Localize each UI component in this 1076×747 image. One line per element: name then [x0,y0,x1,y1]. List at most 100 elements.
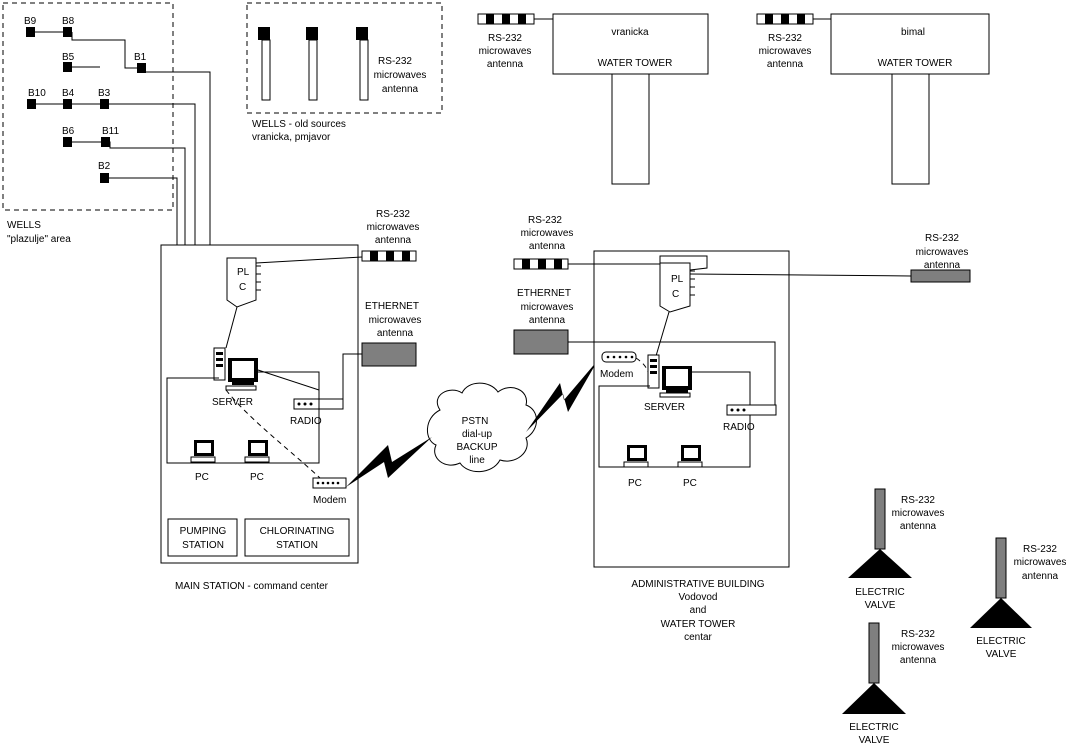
old-well-pipe-1 [261,39,271,101]
valve3-ant-l3: antenna [900,655,937,666]
main-station-caption: MAIN STATION - command center [175,581,329,592]
wells-area-boundary [2,2,174,211]
admin-radio-label: RADIO [723,422,755,433]
admin-caption-5: centar [684,632,712,643]
admin-eth-l2: microwaves [521,302,574,313]
tower2-antenna-l2: microwaves [759,46,812,57]
valve1-l1: ELECTRIC [855,587,904,598]
tower2-antenna-l1: RS-232 [768,33,802,44]
valve2-ant-l3: antenna [1022,571,1059,582]
admin-rs232r-l2: microwaves [916,247,969,258]
admin-caption-2: Vodovod [679,592,718,603]
admin-server-label: SERVER [644,402,685,413]
admin-plc-l2: C [672,289,679,300]
old-well-head-3 [356,27,368,40]
old-well-pipe-3 [359,39,369,101]
main-eth-l3: antenna [377,328,414,339]
main-pc1-label: PC [195,472,209,483]
valve1-antenna [874,488,886,550]
main-radio-label: RADIO [290,416,322,427]
admin-rs232-l3: antenna [529,241,566,252]
main-rs232-l2: microwaves [367,222,420,233]
well-label-b10: B10 [28,88,46,99]
valve2-body [970,598,1032,628]
admin-modem [601,351,637,363]
pumping-l2: STATION [182,540,224,551]
main-plc-l2: C [239,282,246,293]
tower2-antenna-l3: antenna [767,59,804,70]
old-well-head-1 [258,27,270,40]
well-label-b8: B8 [62,16,75,27]
well-b2 [100,173,109,183]
electric-valve-1: RS-232 microwaves antenna ELECTRIC VALVE [848,488,945,611]
admin-caption-3: and [690,605,707,616]
main-station: RS-232 microwaves antenna ETHERNET micro… [160,209,421,592]
main-pc2-label: PC [250,472,264,483]
pstn-l1: PSTN [462,416,489,427]
well-label-b4: B4 [62,88,75,99]
well-b6 [63,137,72,147]
admin-pc-1 [623,445,649,468]
water-tower-vranicka: RS-232 microwaves antenna vranicka WATER… [477,13,709,185]
main-modem [312,477,347,489]
tower1-name: vranicka [611,27,649,38]
valve3-ant-l2: microwaves [892,642,945,653]
admin-pc2-label: PC [683,478,697,489]
admin-caption-1: ADMINISTRATIVE BUILDING [631,579,764,590]
admin-eth-l3: antenna [529,315,566,326]
admin-rs232r-l1: RS-232 [925,233,959,244]
tower2-name: bimal [901,27,925,38]
main-server [213,347,258,391]
valve2-l1: ELECTRIC [976,636,1025,647]
pstn-l2: dial-up [462,429,492,440]
valve2-antenna [995,537,1007,599]
pstn-link-bolt-left [346,437,432,487]
admin-server [647,354,692,398]
valve1-ant-l2: microwaves [892,508,945,519]
tower1-label: WATER TOWER [598,58,673,69]
pstn-l4: line [469,455,485,466]
wells-caption-1: WELLS [7,220,41,231]
main-plc: PL C [226,257,261,308]
tower2-column [891,73,930,185]
admin-rs232-l2: microwaves [521,228,574,239]
electric-valve-3: RS-232 microwaves antenna ELECTRIC VALVE [842,622,945,746]
main-server-label: SERVER [212,397,253,408]
well-b1 [137,63,146,73]
admin-rs232r-l3: antenna [924,260,961,271]
admin-pc-2 [677,445,703,468]
administrative-building: RS-232 microwaves antenna ETHERNET micro… [513,215,971,643]
wells-plazulje-area: B9 B8 B5 B1 B10 B4 B3 B6 B11 B2 WELLS "p… [2,2,211,245]
valve2-ant-l2: microwaves [1014,557,1067,568]
tower2-antenna [756,13,814,25]
valve2-ant-l1: RS-232 [1023,544,1057,555]
well-b5 [63,62,72,72]
water-tower-bimal: RS-232 microwaves antenna bimal WATER TO… [756,13,990,185]
valve1-ant-l1: RS-232 [901,495,935,506]
wells-old-sources: RS-232 microwaves antenna WELLS - old so… [246,2,443,143]
old-wells-antenna-l1: RS-232 [378,56,412,67]
valve3-l1: ELECTRIC [849,722,898,733]
admin-radio [726,404,777,416]
admin-rs232-antenna [513,258,569,270]
old-well-head-2 [306,27,318,40]
main-modem-label: Modem [313,495,346,506]
chlorinating-l1: CHLORINATING [260,526,335,537]
old-wells-antenna-l2: microwaves [374,70,427,81]
main-plc-l1: PL [237,267,250,278]
admin-caption-4: WATER TOWER [661,619,736,630]
valve1-l2: VALVE [865,600,896,611]
admin-rs232-l1: RS-232 [528,215,562,226]
admin-plc: PL C [659,262,695,313]
well-label-b3: B3 [98,88,111,99]
valve3-l2: VALVE [859,735,890,746]
admin-pc1-label: PC [628,478,642,489]
electric-valve-2: RS-232 microwaves antenna ELECTRIC VALVE [970,537,1067,660]
valve3-body [842,683,906,714]
tower1-antenna-l2: microwaves [479,46,532,57]
old-well-pipe-2 [308,39,318,101]
main-rs232-antenna [361,250,417,262]
admin-modem-label: Modem [600,369,633,380]
tower2-label: WATER TOWER [878,58,953,69]
